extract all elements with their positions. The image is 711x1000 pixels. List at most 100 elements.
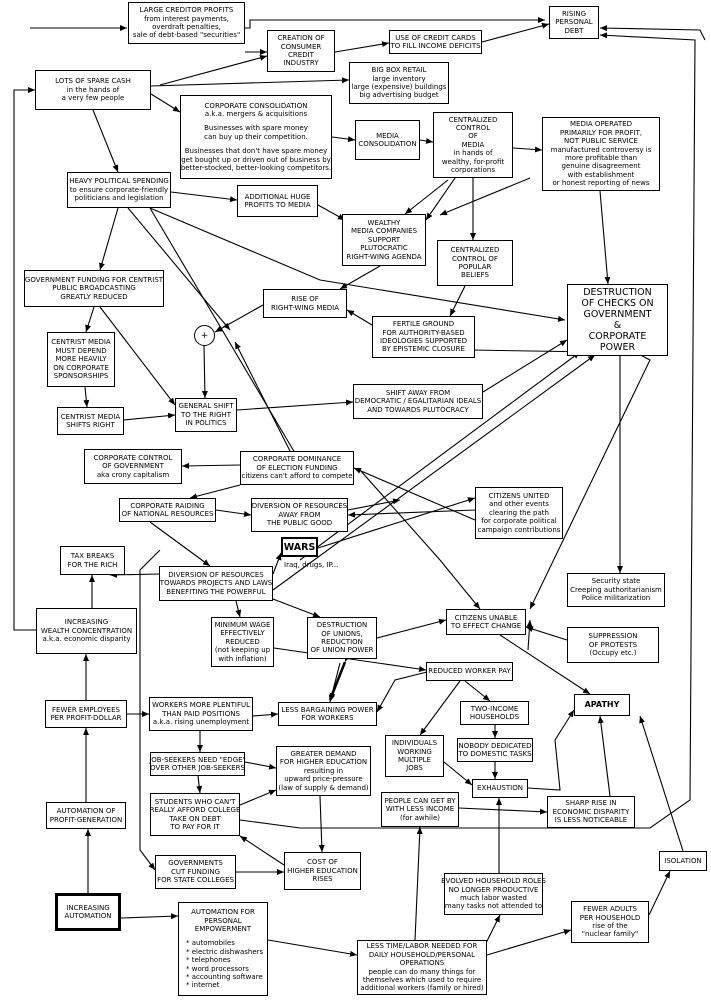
- node-text-line: OVER OTHER JOB-SEEKERS: [150, 764, 245, 772]
- connector-arrow: [244, 761, 277, 770]
- connector-arrow: [486, 929, 572, 956]
- node-text-line: CENTRALIZED: [448, 115, 498, 124]
- node-text-line: USE OF CREDIT CARDS: [395, 33, 476, 42]
- node-text-line: IS LESS NOTICEABLE: [554, 816, 628, 825]
- node-text-line: IDEOLOGIES SUPPORTED: [379, 337, 468, 345]
- node-text-line: JOB-SEEKERS NEED "EDGE": [149, 755, 246, 764]
- node-text-line: DESTRUCTION: [316, 621, 368, 630]
- node-text-line: DIVERSION OF RESOURCES: [251, 502, 348, 511]
- node-text-line: INCREASING: [66, 903, 110, 912]
- node-text-line: NOBODY DEDICATED: [458, 741, 532, 750]
- node-text-line: DEBT: [564, 26, 584, 35]
- node-text-line: overdraft penalties,: [152, 23, 221, 31]
- node-text-line: (law of supply & demand): [278, 783, 369, 792]
- node-text-line: FOR THE RICH: [67, 560, 118, 569]
- node-text-line: GOVERNMENTS: [168, 859, 223, 868]
- node-text-line: with inflation): [218, 654, 267, 663]
- node-text-line: THE PUBLIC GOOD: [266, 519, 333, 528]
- connector-arrow: [120, 913, 179, 920]
- connector-arrow: [439, 177, 531, 216]
- node-text-line: AWAY FROM: [278, 510, 321, 519]
- node-text-line: DESTRUCTION: [583, 287, 652, 298]
- connector-arrow: [317, 204, 346, 221]
- node-text-line: large inventory: [372, 74, 426, 83]
- connector-arrow: [376, 671, 428, 713]
- connector-arrow: [215, 509, 252, 517]
- connector-arrow: [318, 795, 325, 853]
- node-text-line: AND TOWARDS PLUTOCRACY: [367, 405, 469, 414]
- node-text-line: DIVERSION OF RESOURCES: [168, 570, 264, 579]
- node-text-line: ADDITIONAL HUGE: [244, 192, 311, 201]
- node-text-line: OF UNION POWER: [310, 646, 374, 655]
- node-text-line: TAX BREAKS: [70, 552, 115, 561]
- node-text-line: GENERAL SHIFT: [178, 402, 234, 411]
- node-text-line: REDUCED: [225, 637, 260, 646]
- node-text-line: EMPOWERMENT: [194, 924, 252, 933]
- connector-arrow: [317, 497, 476, 549]
- node-text-line: upward price-pressure: [284, 775, 363, 784]
- node-text-line: POWER: [599, 342, 636, 353]
- node-text-line: TWO-INCOME: [470, 704, 519, 713]
- wars-examples-label: Iraq, drugs, IP...: [284, 561, 339, 569]
- connector-arrow: [150, 93, 181, 113]
- node-apathy: APATHY: [574, 694, 630, 716]
- node-text-line: large (expensive) buildings: [351, 83, 447, 91]
- connector-arrow: [83, 386, 90, 408]
- node-text-line: CONTROL: [455, 123, 491, 132]
- node-text-line: TOWARDS PROJECTS AND LAWS: [159, 579, 273, 588]
- node-text-line: MEDIA: [376, 131, 399, 140]
- connector-arrow: [13, 87, 36, 631]
- node-text-line: SUPPORT: [367, 235, 401, 244]
- connector-arrow: [512, 146, 543, 153]
- node-text-line: TO PAY FOR IT: [170, 822, 220, 831]
- node-text-line: MULTIPLE: [398, 756, 431, 764]
- connector-arrow: [181, 462, 241, 469]
- node-text-line: APATHY: [584, 699, 620, 709]
- node-text-line: CITIZENS UNABLE: [454, 613, 518, 622]
- node-text-line: rise of the: [592, 922, 628, 930]
- node-text-line: CORPORATE RAIDING: [130, 501, 205, 510]
- connector-arrow: [376, 618, 447, 639]
- node-text-line: COST OF: [307, 858, 338, 867]
- connector-arrow: [149, 521, 211, 567]
- node-text-line: with establishment: [567, 170, 635, 179]
- connector-arrow: [425, 177, 456, 221]
- connector-arrow: [196, 775, 203, 794]
- node-text-line: sale of debt-based "securities": [132, 31, 241, 40]
- node-job-seekers-need-edge: JOB-SEEKERS NEED "EDGE"OVER OTHER JOB-SE…: [149, 752, 246, 776]
- connector-arrow: [159, 54, 268, 86]
- node-text-line: Security state: [591, 577, 641, 586]
- node-text-line: LESS BARGAINING POWER: [281, 705, 374, 714]
- node-text-line: CONSOLIDATION: [358, 140, 417, 148]
- node-text-line: REDUCTION: [321, 638, 363, 646]
- connector-arrow: [526, 619, 533, 651]
- node-text-line: Creeping authoritarianism: [570, 585, 662, 594]
- node-text-line: TAKE ON DEBT: [169, 814, 221, 823]
- connector-arrow: [458, 807, 548, 815]
- node-text-line: RIGHT-WING AGENDA: [346, 252, 422, 261]
- node-text-line: FOR HIGHER EDUCATION: [279, 758, 368, 767]
- node-text-line: FOR STATE COLLEGES: [157, 876, 234, 885]
- connector-arrow: [525, 626, 568, 641]
- connector-arrow: [464, 680, 491, 702]
- connector-arrow: [149, 207, 306, 471]
